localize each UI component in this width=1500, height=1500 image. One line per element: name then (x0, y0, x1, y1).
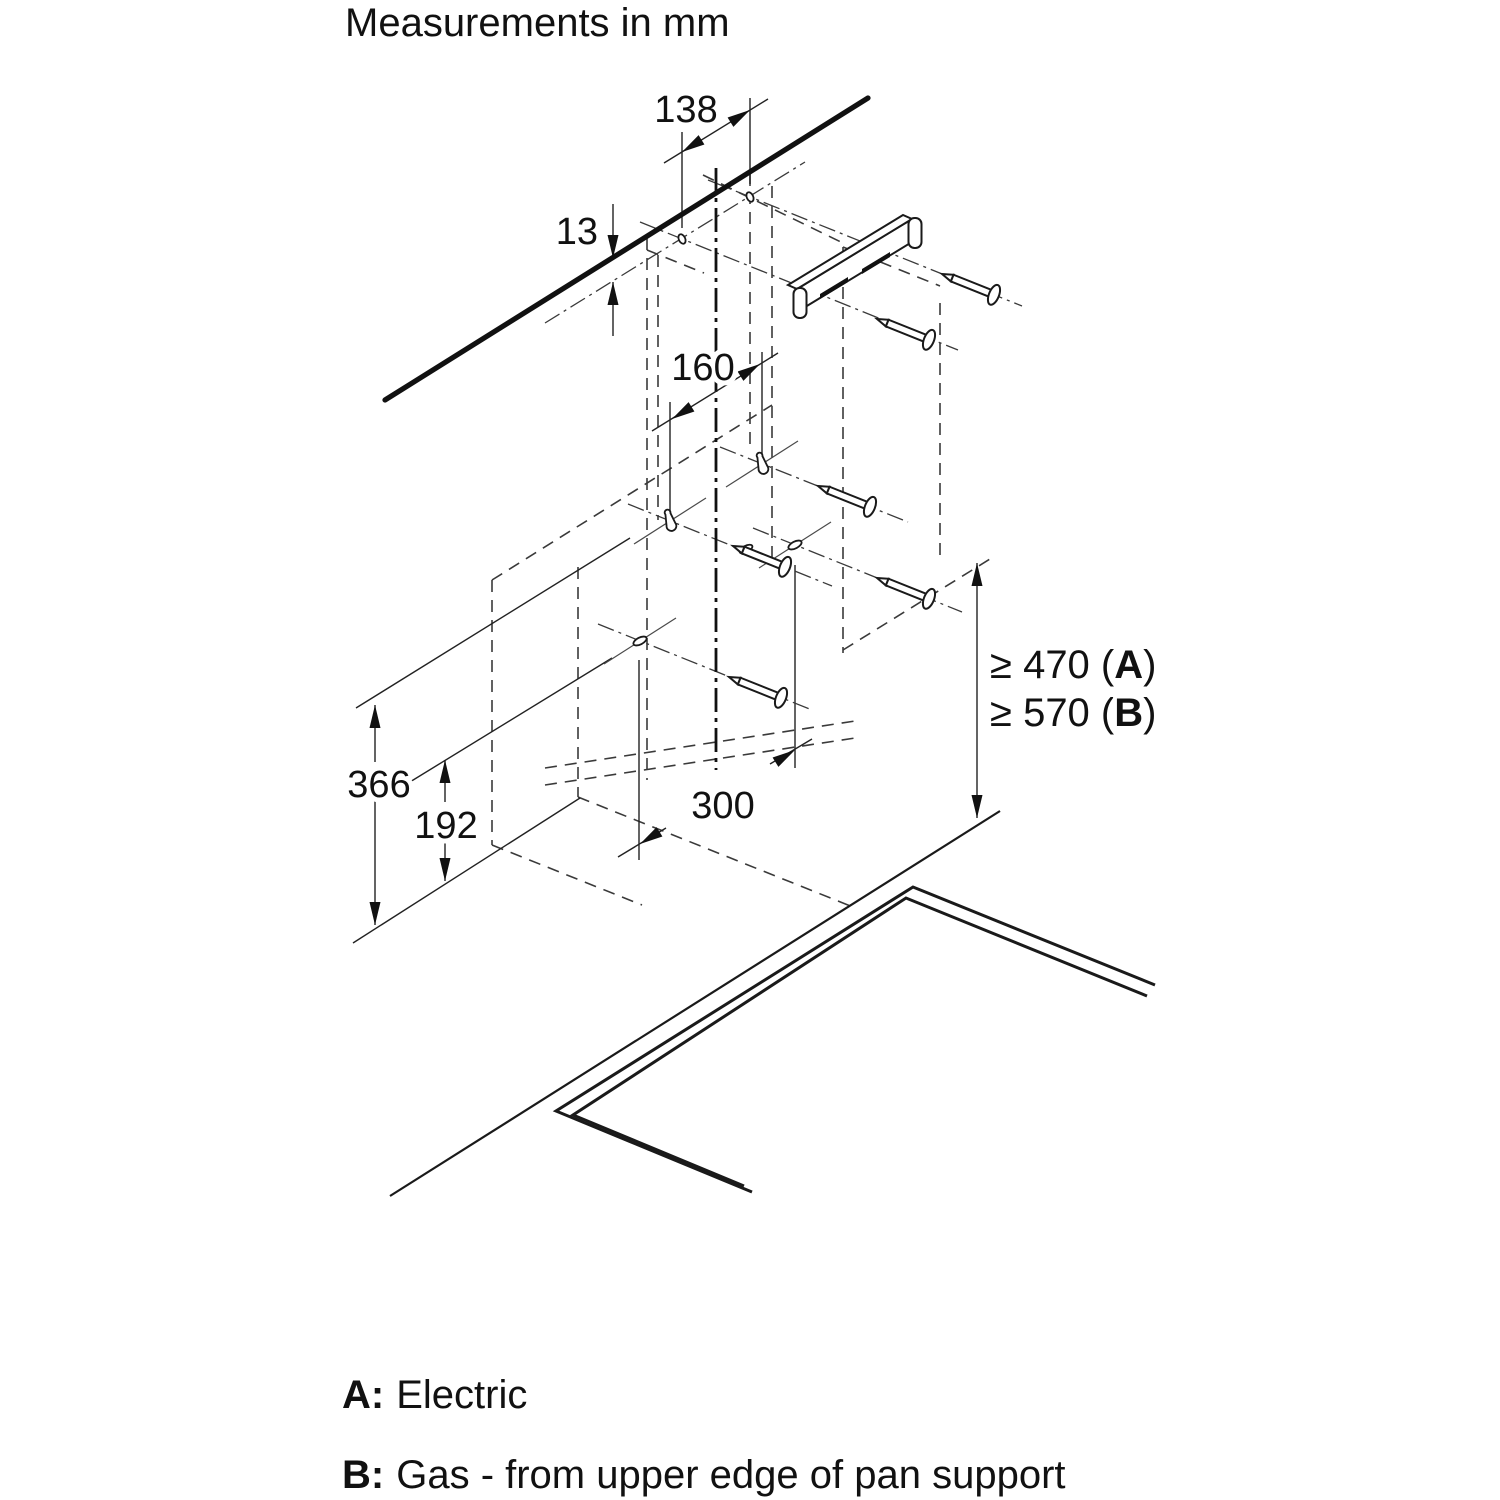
bracket-hole-right (745, 191, 755, 203)
dim-300-label: 300 (691, 785, 754, 827)
keyhole-right (753, 450, 771, 476)
keyhole-left (661, 507, 679, 533)
wall-top-edge (382, 95, 871, 403)
screw-mid-right (813, 475, 880, 520)
dimension-160: 160 (651, 342, 779, 432)
mounting-bracket (785, 213, 923, 319)
dimension-13: 13 (551, 206, 619, 305)
clearance-gas-label: ≥ 570 (B) (990, 691, 1156, 735)
bracket-slot-right (862, 252, 890, 274)
dim-138-label: 138 (654, 89, 717, 131)
bracket-hole-left (677, 233, 687, 245)
page-title: Measurements in mm (345, 1, 730, 45)
dim-160-label: 160 (671, 347, 734, 389)
bracket-slot-left (820, 277, 848, 299)
dim-366-label: 366 (347, 764, 410, 806)
screw-top-right (937, 263, 1004, 308)
dim-13-label: 13 (556, 211, 598, 253)
hood-dashed-outline (491, 172, 991, 908)
drilling-axes (544, 161, 1023, 711)
lower-hole-left (632, 635, 648, 647)
dimension-138: 138 (649, 84, 769, 164)
hob-outline (389, 810, 1156, 1197)
legend-electric: A:Electric (342, 1373, 527, 1417)
dimension-clearance: ≥ 470 (A) ≥ 570 (B) (971, 563, 1160, 818)
lower-hole-right (787, 539, 803, 551)
screw-low-left (724, 666, 791, 711)
hole-cross-marks (603, 440, 832, 665)
hob-back-edge (389, 810, 1001, 1197)
legend: A:Electric B:Gas - from upper edge of pa… (342, 1373, 1066, 1497)
dimension-366: 366 (342, 705, 416, 925)
screw-low-right (872, 567, 939, 612)
dimension-192: 192 (409, 760, 483, 881)
screw-top-left (872, 308, 939, 353)
legend-gas: B:Gas - from upper edge of pan support (342, 1453, 1066, 1497)
clearance-electric-label: ≥ 470 (A) (990, 643, 1156, 687)
dimension-300: 300 (617, 738, 813, 858)
dim-192-label: 192 (414, 805, 477, 847)
screw-mid-left (728, 535, 795, 580)
